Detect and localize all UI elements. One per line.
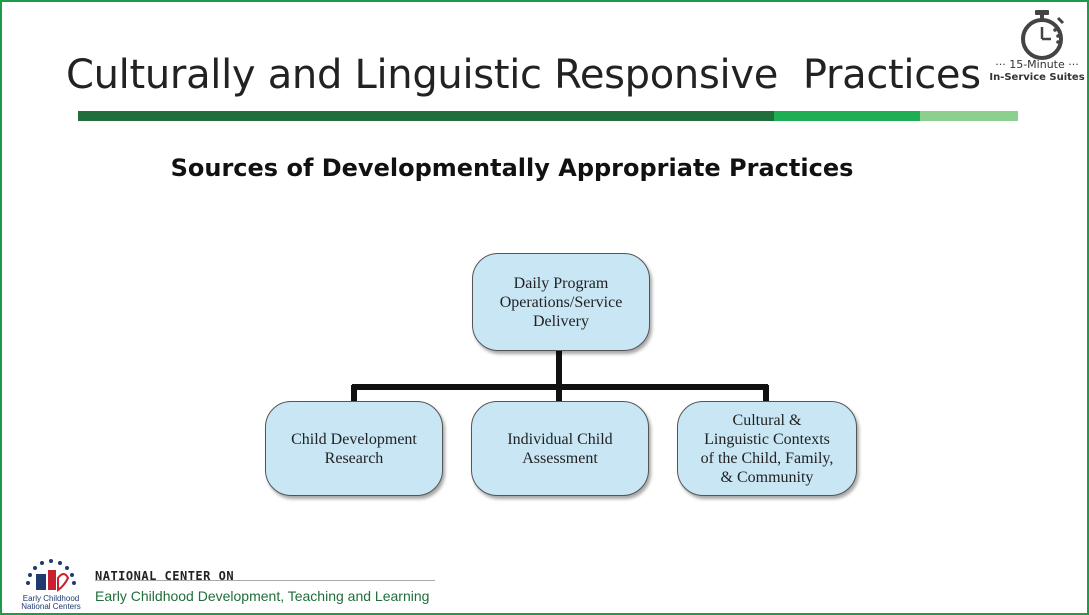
title-rule-light [920,111,1018,121]
diagram-node-individual-assessment: Individual Child Assessment [471,401,649,496]
badge-line2: In-Service Suites [989,72,1085,83]
ecnc-logo: Early Childhood National Centers [18,558,84,611]
title-rule-dark [78,111,774,121]
suite-badge: ··· 15-Minute ··· In-Service Suites [987,58,1087,84]
ecnc-logo-text: Early Childhood National Centers [21,594,81,611]
slide-subtitle: Sources of Developmentally Appropriate P… [170,154,854,182]
footer-divider [95,580,435,581]
diagram-node-label: Individual Child Assessment [507,430,613,467]
title-rule-mid [774,111,920,121]
badge-line1: ··· 15-Minute ··· [995,58,1079,71]
diagram-node-root-label: Daily Program Operations/Service Deliver… [499,274,623,330]
stopwatch-icon [1021,10,1065,60]
diagram-node-root: Daily Program Operations/Service Deliver… [472,253,650,351]
diagram-node-label: Child Development Research [291,430,417,467]
diagram-node-cultural-contexts: Cultural & Linguistic Contexts of the Ch… [677,401,857,496]
ecnc-logo-icon [26,559,76,592]
slide-title: Culturally and Linguistic Responsive Pra… [66,52,981,98]
footer-org-line2: Early Childhood Development, Teaching an… [95,588,430,604]
diagram-node-label: Cultural & Linguistic Contexts of the Ch… [700,411,834,486]
footer-org-line1: NATIONAL CENTER ON [95,569,235,583]
diagram-node-child-development: Child Development Research [265,401,443,496]
